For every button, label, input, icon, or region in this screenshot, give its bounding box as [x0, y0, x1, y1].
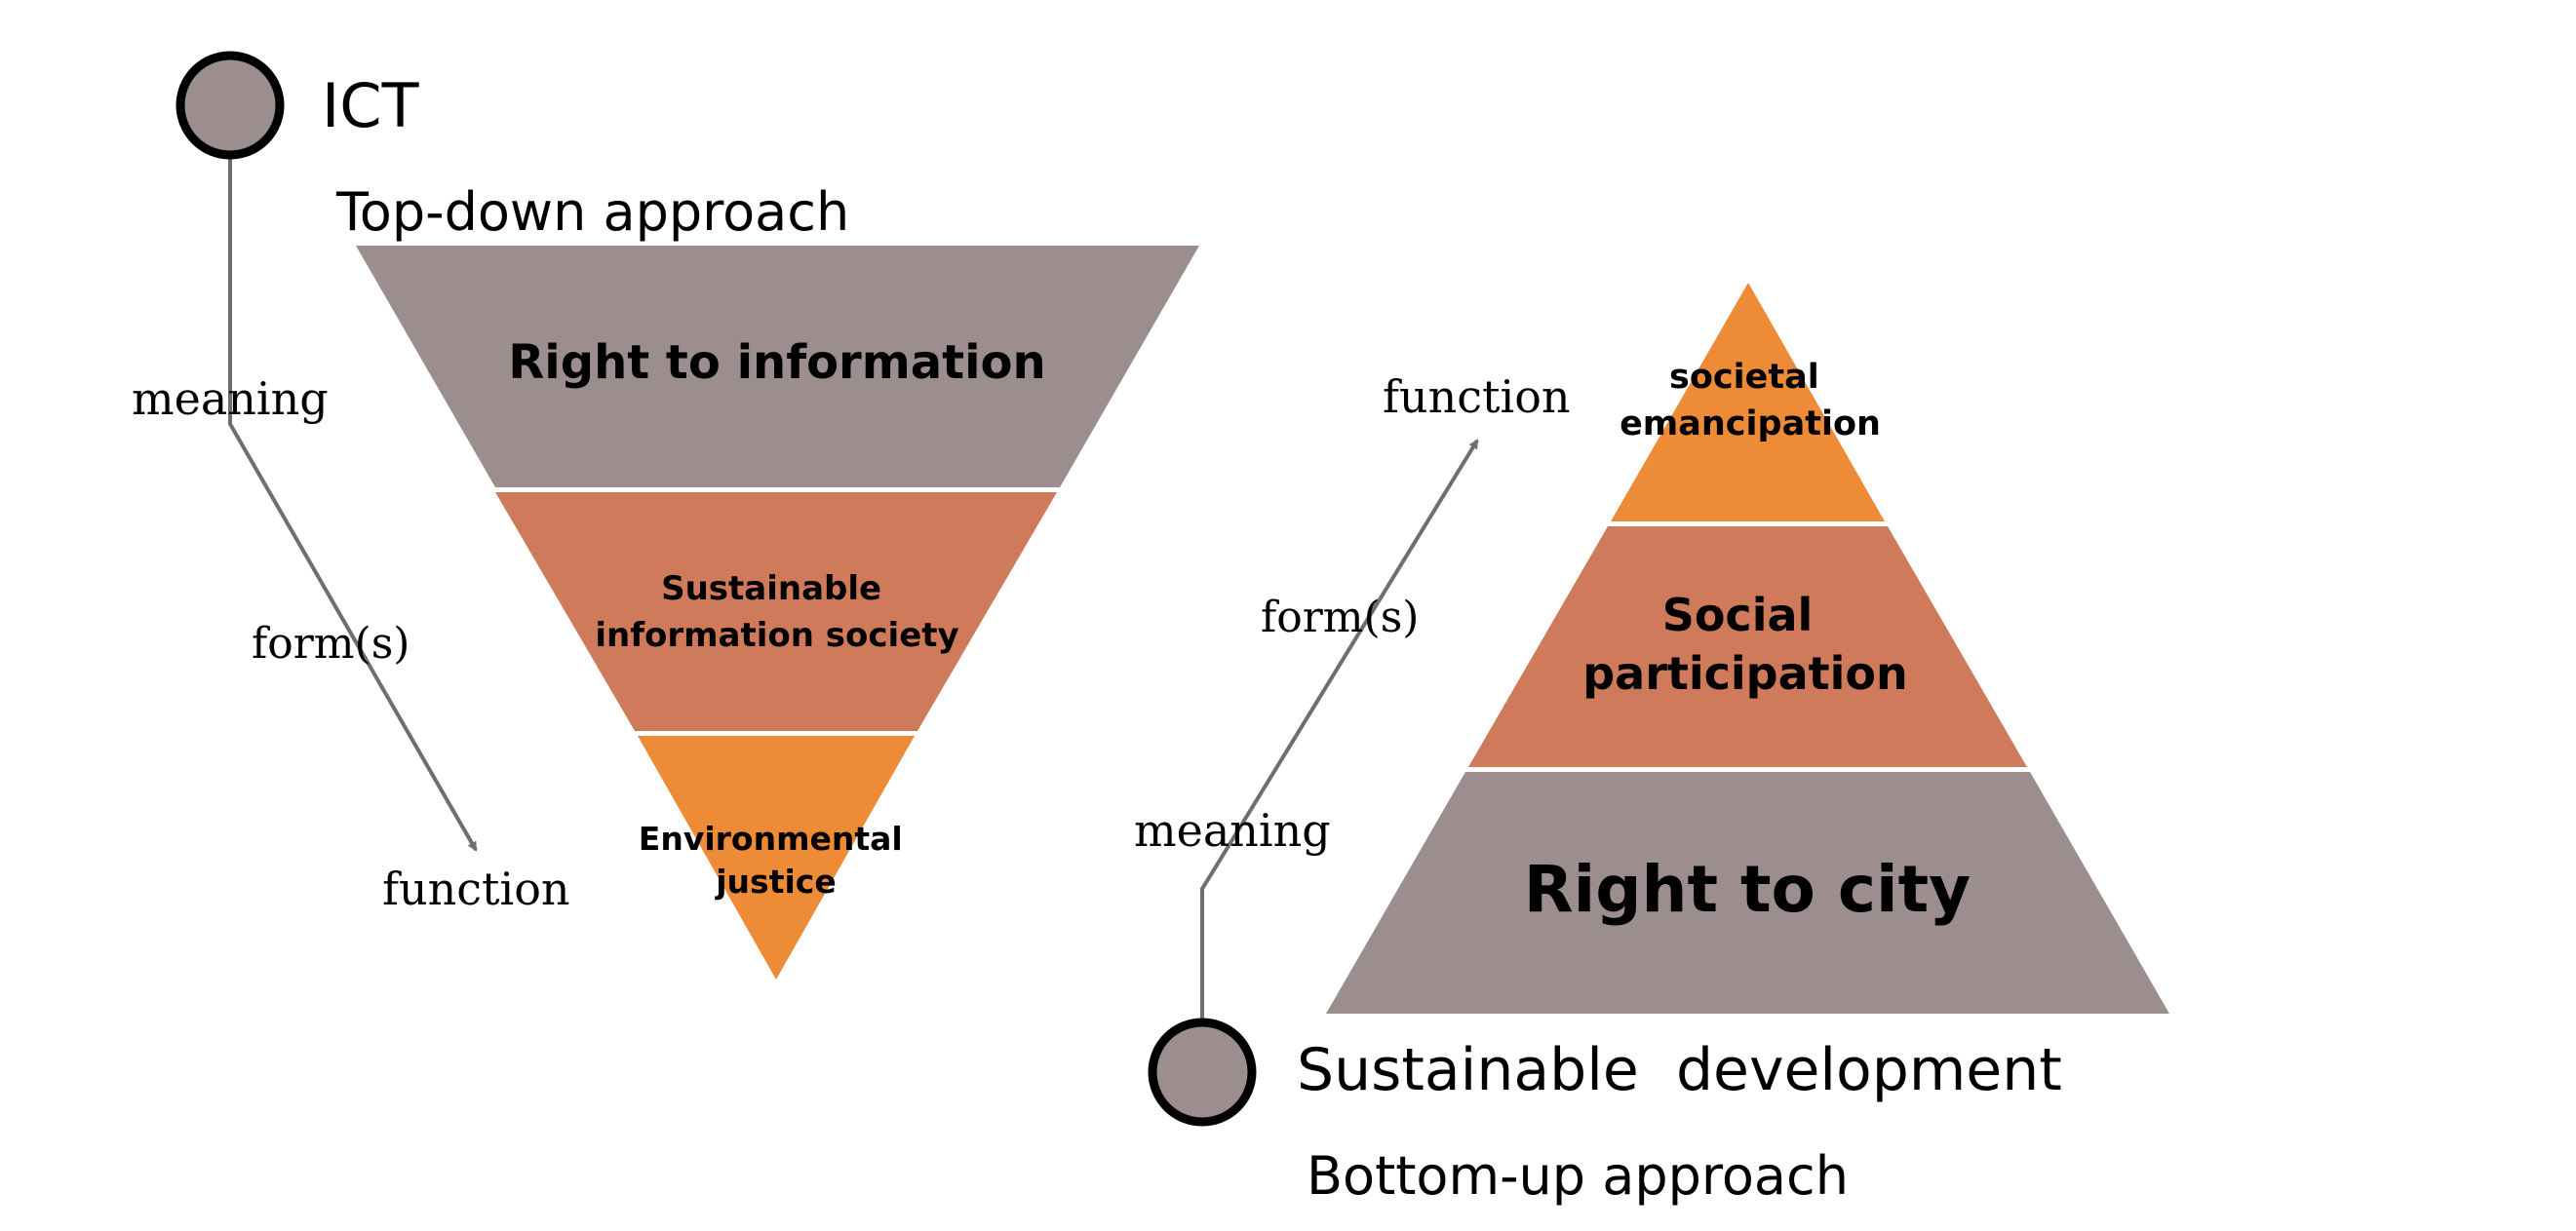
- top-down-level-1-label: Right to information: [508, 335, 1045, 390]
- top-down-connector-arrow: [228, 105, 478, 852]
- bottom-up-forms-label: form(s): [1261, 593, 1419, 642]
- bottom-up-level-2-band: [1468, 526, 2027, 767]
- bottom-up-meaning-label: meaning: [1134, 804, 1331, 857]
- bottom-up-level-1-label: societal emancipation: [1620, 358, 1881, 443]
- bottom-up-group: societal emancipation Social participati…: [1134, 283, 2169, 1207]
- bottom-up-connector-arrow: [1200, 439, 1479, 1072]
- top-down-level-3-label: Environmental justice: [639, 820, 914, 901]
- top-down-level-3-band: [638, 736, 915, 980]
- bottom-up-level-3-band: [1326, 772, 2169, 1014]
- top-down-approach-label: Top-down approach: [335, 181, 849, 243]
- ict-node-label: ICT: [322, 70, 420, 141]
- sustainable-development-node-circle: [1148, 1018, 1257, 1127]
- top-down-level-2-band: [495, 492, 1057, 731]
- sustainable-development-node-label: Sustainable development: [1297, 1036, 2062, 1104]
- top-down-group: Right to information Sustainable informa…: [132, 51, 1199, 980]
- top-down-level-1-band: [356, 246, 1199, 487]
- ict-node-circle: [176, 51, 285, 160]
- top-down-forms-label: form(s): [252, 619, 410, 669]
- bottom-up-level-3-label: Right to city: [1524, 852, 1971, 927]
- bottom-up-level-2-label: Social participation: [1582, 589, 1908, 700]
- bottom-up-level-1-band: [1611, 283, 1885, 521]
- top-down-meaning-label: meaning: [132, 372, 329, 425]
- bottom-up-approach-label: Bottom-up approach: [1307, 1145, 1849, 1207]
- bottom-up-function-label: function: [1383, 370, 1571, 423]
- top-down-level-2-label: Sustainable information society: [595, 569, 958, 655]
- top-down-function-label: function: [382, 863, 570, 915]
